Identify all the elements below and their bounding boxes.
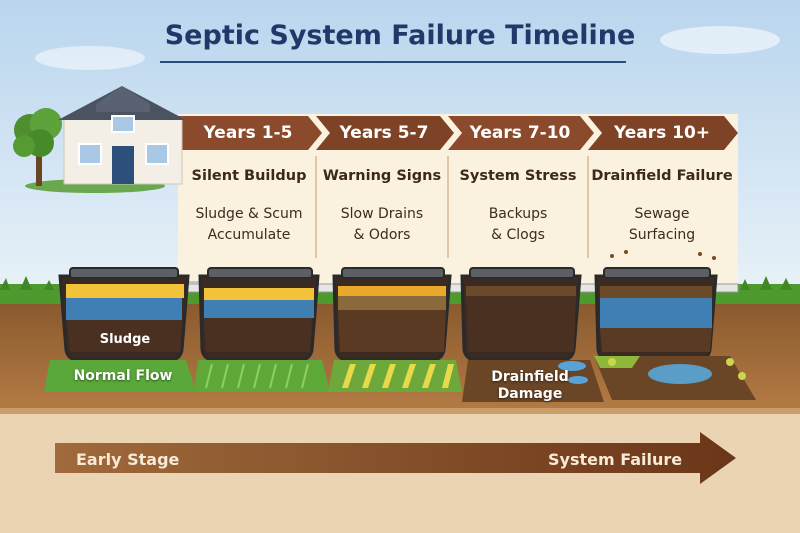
stage-3-title: System Stress xyxy=(459,168,577,184)
title-underline xyxy=(160,61,626,63)
drainfield-5 xyxy=(594,356,756,400)
stage-2-title: Warning Signs xyxy=(322,168,442,184)
page-title: Septic System Failure Timeline xyxy=(164,20,636,51)
drainfield-3 xyxy=(328,360,462,392)
drainfield-2 xyxy=(194,360,330,392)
septic-tank-1 xyxy=(58,267,190,362)
stage-2-description: Slow Drains& Odors xyxy=(340,206,424,243)
stage-2-years: Years 5-7 xyxy=(339,123,429,143)
timeline-banner xyxy=(178,116,738,150)
progress-arrow xyxy=(55,432,736,484)
stage-4-title: Drainfield Failure xyxy=(591,168,733,184)
stage-4-years: Years 10+ xyxy=(613,123,711,143)
septic-tank-5 xyxy=(594,250,718,362)
septic-tank-3 xyxy=(332,267,452,362)
septic-tank-4 xyxy=(460,267,582,362)
stage-1-title: Silent Buildup xyxy=(191,168,307,184)
system-failure-label: System Failure xyxy=(548,450,683,469)
stage-1-years: Years 1-5 xyxy=(203,123,293,143)
drainfield-4 xyxy=(462,360,604,402)
early-stage-label: Early Stage xyxy=(76,450,180,469)
normal-flow-label: Normal Flow xyxy=(73,368,173,384)
sludge-label: Sludge xyxy=(99,332,151,347)
drainfield-1 xyxy=(44,360,196,392)
septic-tank-2 xyxy=(198,267,320,362)
stage-3-description: Backups& Clogs xyxy=(488,206,548,243)
stage-3-years: Years 7-10 xyxy=(469,123,571,143)
